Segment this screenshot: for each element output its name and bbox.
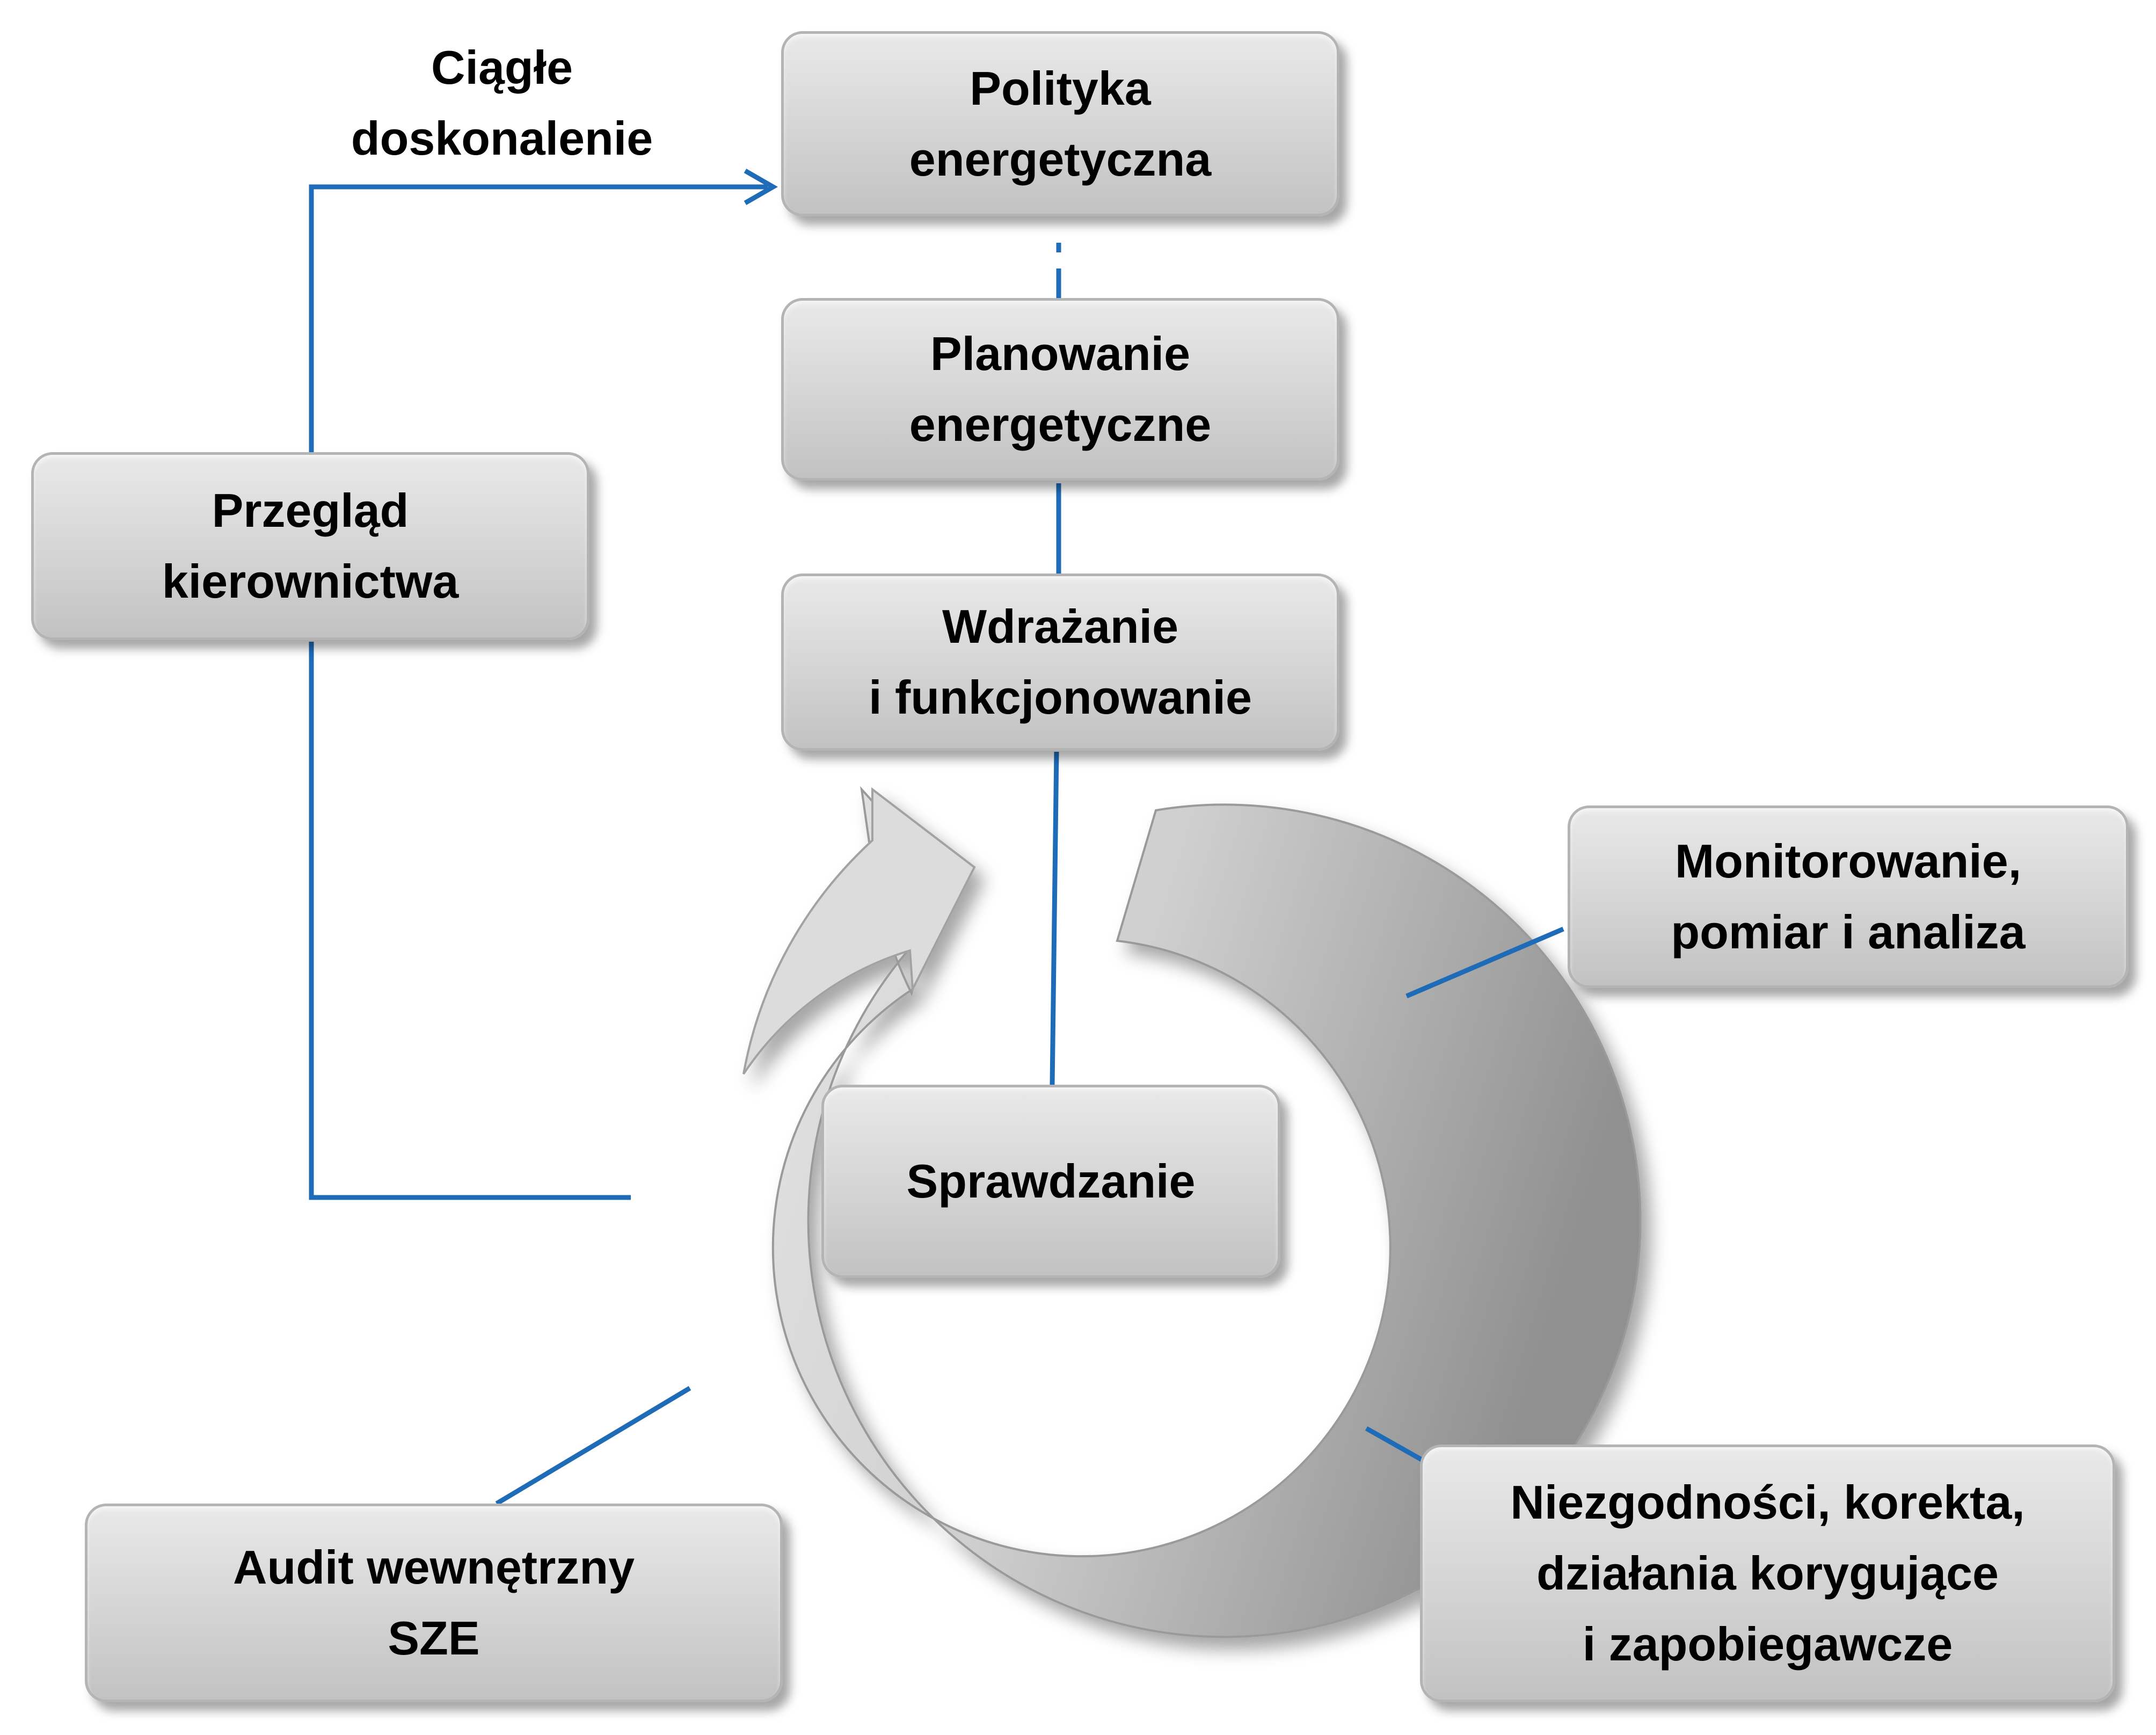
connector-review-to-cycle bbox=[309, 642, 631, 1200]
node-nonconformities-line2: działania korygujące bbox=[1536, 1547, 1999, 1600]
node-internal-audit-line1: Audit wewnętrzny bbox=[232, 1541, 635, 1594]
node-energy-policy: Polityka energetyczna bbox=[781, 31, 1339, 216]
cycle-arrow bbox=[742, 786, 1642, 1638]
cycle-arrow-head bbox=[742, 787, 976, 1075]
node-nonconformities-line3: i zapobiegawcze bbox=[1582, 1617, 1953, 1671]
node-checking: Sprawdzanie bbox=[821, 1085, 1280, 1278]
node-internal-audit-line2: SZE bbox=[388, 1611, 480, 1665]
node-management-review-line1: Przegląd bbox=[212, 484, 409, 537]
node-energy-policy-line2: energetyczna bbox=[909, 132, 1212, 186]
node-checking-line1: Sprawdzanie bbox=[906, 1155, 1196, 1208]
node-implementation-line2: i funkcjonowanie bbox=[869, 671, 1252, 724]
node-nonconformities: Niezgodności, korekta, działania koryguj… bbox=[1420, 1444, 2115, 1702]
node-management-review: Przegląd kierownictwa bbox=[31, 452, 589, 640]
node-internal-audit: Audit wewnętrzny SZE bbox=[85, 1504, 783, 1702]
node-monitoring-line2: pomiar i analiza bbox=[1671, 905, 2026, 959]
node-energy-policy-line1: Polityka bbox=[970, 61, 1151, 115]
continuous-improvement-label: Ciągłe doskonalenie bbox=[301, 32, 703, 174]
cycle-ring bbox=[771, 786, 1642, 1638]
node-monitoring-line1: Monitorowanie, bbox=[1674, 834, 2022, 888]
node-energy-planning: Planowanie energetyczne bbox=[781, 298, 1339, 481]
connectors bbox=[309, 169, 1564, 1506]
node-monitoring: Monitorowanie, pomiar i analiza bbox=[1568, 805, 2129, 988]
connector-implementation-to-checking bbox=[1050, 751, 1059, 1085]
node-energy-planning-line2: energetyczne bbox=[909, 398, 1212, 451]
connector-monitoring bbox=[1405, 926, 1564, 999]
node-management-review-line2: kierownictwa bbox=[162, 555, 459, 608]
arrowhead-to-policy bbox=[744, 169, 778, 205]
connector-nonconformities bbox=[1365, 1426, 1430, 1465]
connector-internal-audit bbox=[495, 1386, 691, 1506]
continuous-improvement-line1: Ciągłe bbox=[431, 41, 573, 94]
node-energy-planning-line1: Planowanie bbox=[930, 327, 1191, 380]
node-nonconformities-line1: Niezgodności, korekta, bbox=[1510, 1476, 2025, 1529]
connector-review-to-policy bbox=[309, 184, 768, 459]
node-implementation: Wdrażanie i funkcjonowanie bbox=[781, 574, 1339, 751]
continuous-improvement-line2: doskonalenie bbox=[351, 112, 653, 165]
node-implementation-line1: Wdrażanie bbox=[942, 600, 1179, 653]
